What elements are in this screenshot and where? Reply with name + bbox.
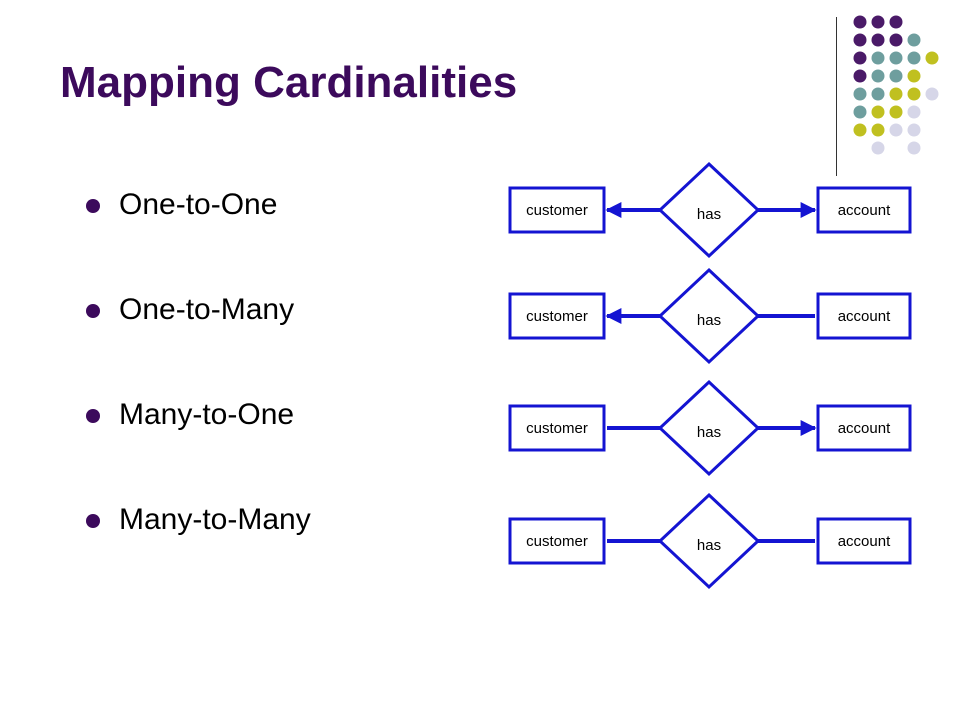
entity-label-customer: customer [526,308,588,325]
relationship-diamond [657,492,761,590]
decorative-dot [853,105,867,119]
entity-label-customer: customer [526,533,588,550]
decorative-dot [853,51,867,65]
er-diagram-one-to-many: customer account has [508,267,912,365]
decorative-dot [853,69,867,83]
decorative-dot [853,87,867,101]
entity-label-account: account [838,308,891,325]
decorative-dot [907,69,921,83]
entity-label-customer: customer [526,202,588,219]
decorative-dot-grid [853,15,939,155]
relationship-label: has [697,424,721,441]
slide-title: Mapping Cardinalities [60,58,518,107]
bullet-many-to-one: Many-to-One [86,392,311,497]
decorative-dot [871,123,885,137]
decorative-dot [907,105,921,119]
decorative-dot [907,141,921,155]
decorative-dot [871,69,885,83]
decorative-dot [889,69,903,83]
relationship-diamond [657,267,761,365]
entity-box-account [816,292,912,340]
decorative-dot [889,15,903,29]
decorative-dot [871,141,885,155]
er-diagram-one-to-one: customer account has [508,161,912,259]
decorative-dot [871,105,885,119]
bullet-many-to-many: Many-to-Many [86,497,311,602]
decorative-dot [853,33,867,47]
entity-box-customer [508,404,606,452]
decorative-dot [907,123,921,137]
entity-box-account [816,404,912,452]
bullet-one-to-many: One-to-Many [86,287,311,392]
decorative-dot [907,87,921,101]
decorative-dot [925,87,939,101]
entity-label-account: account [838,420,891,437]
decorative-dot [871,87,885,101]
bullet-one-to-one: One-to-One [86,182,311,287]
entity-label-account: account [838,533,891,550]
entity-box-customer [508,292,606,340]
entity-box-account [816,517,912,565]
er-diagram-many-to-many: customer account has [508,492,912,590]
er-diagram-many-to-one: customer account has [508,379,912,477]
entity-label-customer: customer [526,420,588,437]
entity-label-account: account [838,202,891,219]
decorative-dot [853,123,867,137]
decorative-dot [907,51,921,65]
entity-box-customer [508,517,606,565]
decorative-divider-line [836,17,837,176]
decorative-dot [871,15,885,29]
decorative-dot [889,123,903,137]
decorative-dot [907,33,921,47]
entity-box-customer [508,186,606,234]
decorative-dot [889,105,903,119]
decorative-dot [889,33,903,47]
decorative-dot [889,87,903,101]
decorative-dot [853,15,867,29]
bullet-list: One-to-One One-to-Many Many-to-One Many-… [86,182,311,602]
decorative-dot [871,33,885,47]
entity-box-account [816,186,912,234]
relationship-label: has [697,537,721,554]
decorative-dot [871,51,885,65]
relationship-label: has [697,206,721,223]
relationship-diamond [657,161,761,259]
decorative-dot [889,51,903,65]
relationship-label: has [697,312,721,329]
decorative-dot [925,51,939,65]
relationship-diamond [657,379,761,477]
